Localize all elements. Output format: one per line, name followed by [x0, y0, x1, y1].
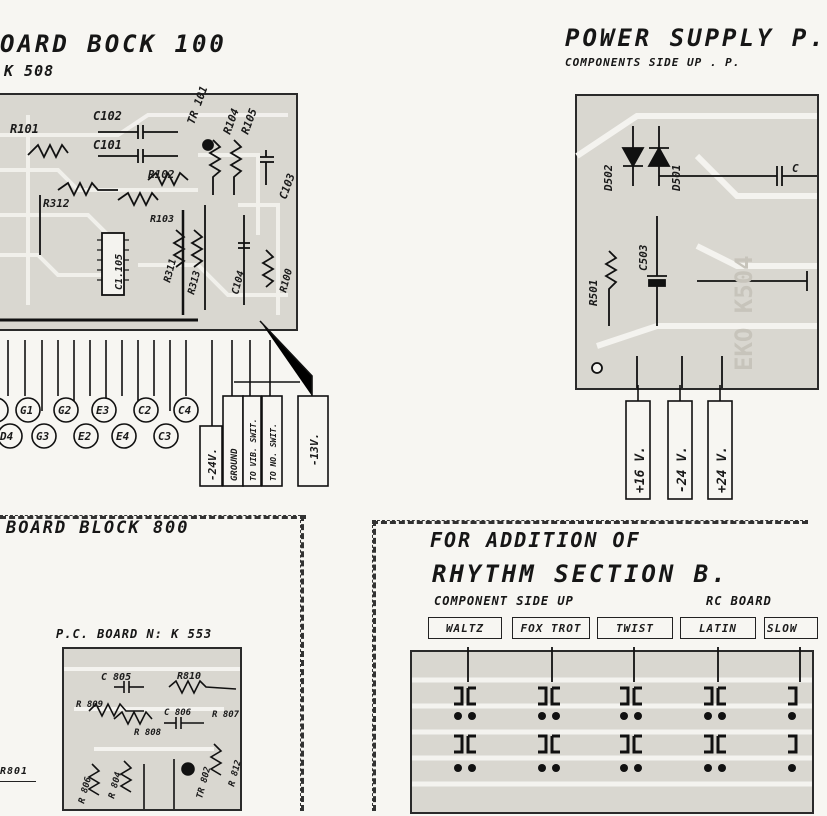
label-r313: R313: [186, 270, 203, 296]
power-title: POWER SUPPLY P.: [565, 24, 827, 52]
label-d502: D502: [602, 164, 615, 192]
label-r102: R102: [148, 168, 175, 181]
pin-c3: C3: [158, 430, 172, 443]
block800-dashed-right: [300, 515, 304, 811]
block100-title: OARD BOCK 100: [0, 30, 227, 58]
label-c806: C 806: [164, 708, 192, 718]
power-pcb: D502 D501 C503 R501 C EKO K504: [575, 94, 819, 390]
label-r808: R 808: [134, 728, 161, 738]
terminal-no-switch: TO NO. SWIT.: [269, 423, 278, 481]
label-r501: R501: [587, 280, 600, 307]
rhythm-dashed-left: [372, 520, 376, 811]
terminal-plus24: +24 V.: [715, 446, 730, 493]
rhythm-line3b: RC BOARD: [706, 594, 772, 608]
label-c102: C102: [93, 109, 122, 123]
pin-c4: C4: [178, 404, 192, 417]
block800-title: BOARD BLOCK 800: [6, 518, 190, 538]
rhythm-line3: COMPONENT SIDE UP: [434, 594, 574, 608]
block800-side-label: R801: [0, 766, 29, 777]
label-r101: R101: [10, 122, 39, 136]
pin-e4: E4: [116, 430, 130, 443]
rhythm-line2: RHYTHM SECTION B.: [432, 560, 729, 588]
block800-pcb: C 805 R810 R 809 R 808 C 806 R 807 R 806…: [62, 647, 244, 811]
power-circuit: D502 D501 C503 R501 C EKO K504: [575, 113, 817, 388]
rhythm-line1: FOR ADDITION OF: [430, 528, 641, 552]
label-tr802: TR 802: [195, 766, 213, 800]
label-r103: R103: [150, 214, 174, 225]
label-r312: R312: [43, 197, 70, 210]
label-slow: SLOW: [764, 617, 818, 639]
terminal-minus24: -24V.: [206, 448, 219, 481]
label-r809: R 809: [76, 700, 103, 710]
label-c101: C101: [93, 138, 122, 152]
block800-pcb-label: P.C. BOARD N: K 553: [56, 627, 213, 641]
block100-subtitle: K 508: [4, 62, 55, 80]
block800-dashed-top: [0, 515, 306, 519]
label-c503: C503: [637, 244, 650, 271]
terminal-vib-switch: TO VIB. SWIT.: [249, 418, 258, 481]
terminal-minus24v: -24 V.: [675, 446, 690, 493]
label-waltz: WALTZ: [428, 617, 502, 639]
pin-c2: C2: [138, 404, 152, 417]
pin-g2: G2: [58, 404, 72, 417]
label-latin: LATIN: [680, 617, 756, 639]
label-r807: R 807: [212, 710, 240, 720]
block800-circuit: C 805 R810 R 809 R 808 C 806 R 807 R 806…: [64, 667, 244, 809]
pin-g1: G1: [20, 404, 33, 417]
block100-circuit: R101 C102 C101 TR 101 R104 R105 C103 R10…: [0, 84, 298, 322]
pin-e3: E3: [96, 404, 110, 417]
power-watermark: EKO K504: [730, 255, 758, 371]
block100-connectors: G1 G2 E3 C2 C4 D4 G3 E2 E4 C3 -24V. GROU…: [0, 320, 329, 487]
pin-d4: D4: [0, 430, 14, 443]
label-r311: R311: [162, 258, 179, 284]
label-r100: R100: [278, 268, 295, 294]
label-c103: C103: [277, 171, 298, 201]
rhythm-pcb: [410, 647, 814, 814]
label-tr101: TR 101: [185, 84, 211, 126]
rhythm-circuit: [412, 647, 812, 787]
label-c805: C 805: [101, 672, 131, 683]
terminal-minus13: -13V.: [308, 433, 321, 466]
pin-e2: E2: [78, 430, 92, 443]
block800-side-line: [0, 781, 36, 782]
label-c: C: [792, 162, 799, 175]
pin-g3: G3: [36, 430, 50, 443]
schematic-sheet: OARD BOCK 100 K 508: [0, 24, 824, 814]
label-r812: R 812: [227, 759, 244, 788]
label-r810: R810: [177, 671, 201, 682]
block100-pcb: R101 C102 C101 TR 101 R104 R105 C103 R10…: [0, 84, 298, 331]
label-fox-trot: FOX TROT: [512, 617, 590, 639]
label-r105: R105: [239, 106, 260, 136]
label-d501: D501: [670, 165, 683, 193]
terminal-ground: GROUND: [230, 448, 240, 481]
terminal-plus16: +16 V.: [633, 446, 648, 493]
power-terminals: +16 V. -24 V. +24 V.: [625, 385, 733, 500]
label-twist: TWIST: [597, 617, 673, 639]
label-ic105: C1.105: [114, 254, 125, 290]
power-subtitle: COMPONENTS SIDE UP . P.: [565, 56, 741, 69]
rhythm-dashed-top: [372, 520, 808, 524]
